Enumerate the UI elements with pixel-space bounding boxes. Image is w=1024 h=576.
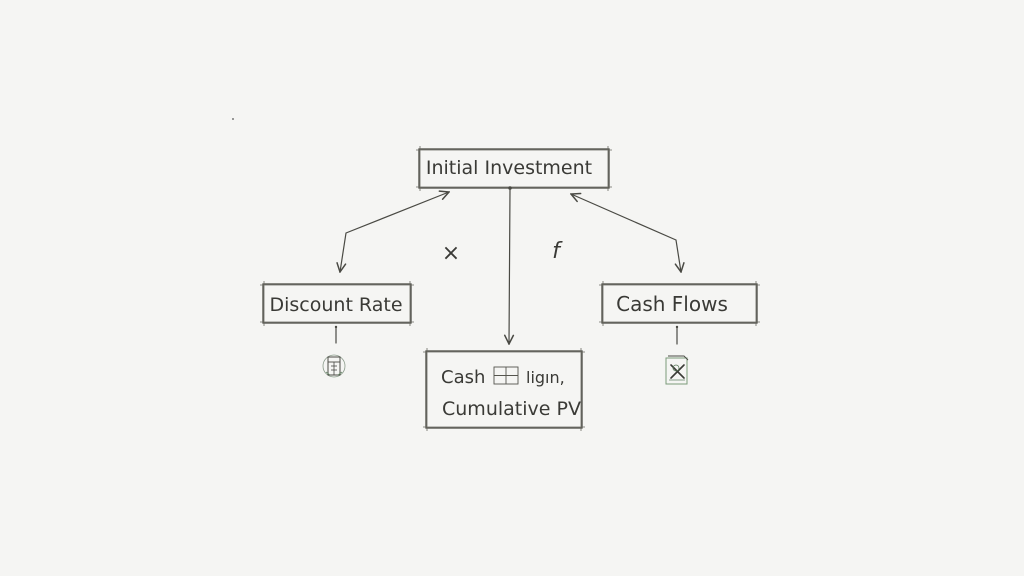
arrow-investment-discount — [340, 192, 449, 272]
stray-dot — [232, 118, 234, 120]
node-cash-flows-sketch — [599, 281, 760, 326]
arrow-investment-cashflows — [571, 194, 681, 272]
calculator-icon — [322, 354, 346, 378]
arrow-investment-cumulative — [509, 188, 510, 344]
node-cash-flows-box — [601, 283, 758, 324]
connectors — [334, 186, 681, 344]
node-initial-investment-label: Initial Investment — [426, 157, 592, 179]
node-cumulative-pv-line3: Cumulative PV — [442, 398, 581, 420]
crossed-document-icon — [665, 355, 689, 385]
node-cumulative-pv: Cash ligın, Cumulative PV — [423, 348, 585, 431]
node-cumulative-pv-box — [425, 350, 583, 429]
node-cash-flows-label: Cash Flows — [616, 292, 728, 316]
node-initial-investment-sketch — [416, 146, 612, 191]
node-cumulative-pv-line1: Cash — [441, 367, 485, 388]
node-cumulative-pv-line2: ligın, — [526, 368, 565, 387]
node-initial-investment-box — [418, 148, 610, 189]
node-discount-rate-box — [262, 283, 412, 324]
node-discount-rate-sketch — [260, 281, 414, 326]
node-cash-flows: Cash Flows — [599, 281, 760, 326]
node-cumulative-pv-sketch — [423, 348, 585, 431]
function-operator: f — [552, 239, 563, 264]
multiply-operator: × — [442, 241, 460, 266]
table-grid-icon — [493, 366, 519, 385]
node-discount-rate-label: Discount Rate — [269, 294, 402, 316]
node-discount-rate: Discount Rate — [260, 281, 414, 326]
node-initial-investment: Initial Investment — [416, 146, 612, 191]
